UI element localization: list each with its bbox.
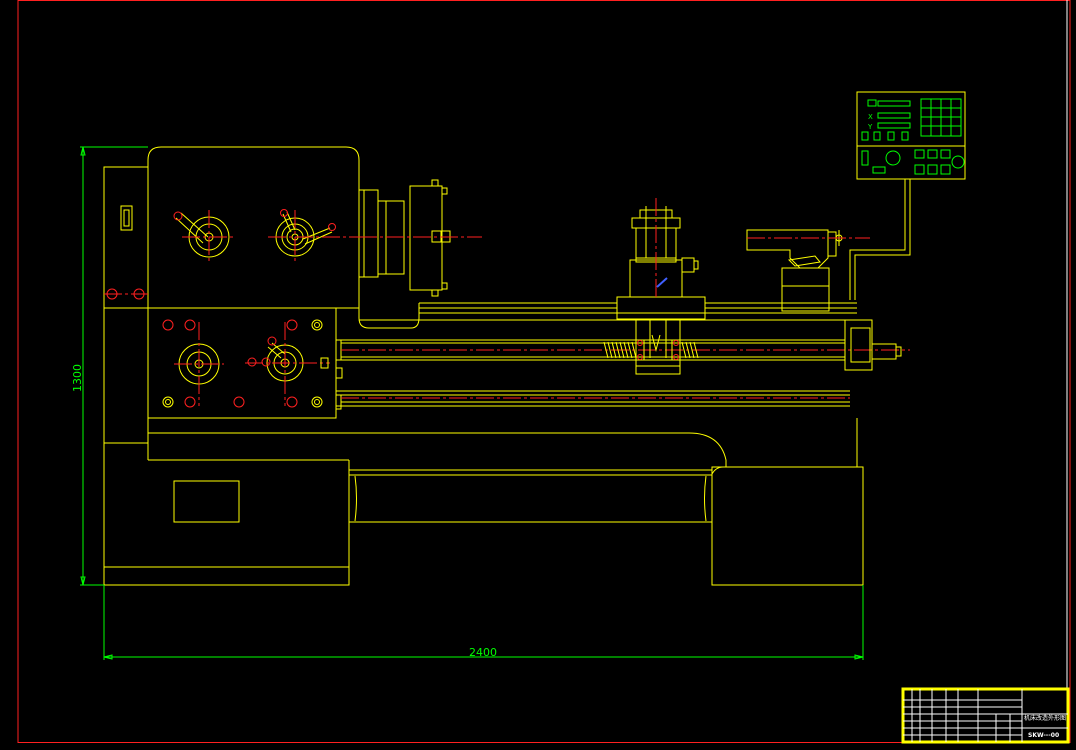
cnc-control-panel: X Y	[849, 91, 966, 300]
width-dimension-label: 2400	[469, 646, 497, 659]
title-block: 机床改造外形图 SKW---00	[901, 687, 1070, 744]
drawing-title: 机床改造外形图	[1024, 714, 1066, 722]
height-dimension-label: 1300	[71, 364, 84, 392]
carriage-toolpost	[616, 198, 706, 375]
axis-y-label: Y	[867, 123, 873, 131]
height-dimension: 1300	[71, 146, 148, 586]
apron-feed-box	[147, 307, 343, 419]
drawing-number: SKW---00	[1028, 732, 1059, 739]
outer-border	[17, 0, 1071, 743]
tailstock	[746, 229, 902, 371]
spindle-chuck	[359, 179, 482, 297]
axis-x-label: X	[868, 113, 873, 121]
width-dimension: 2400	[103, 585, 864, 660]
headstock	[103, 146, 365, 444]
lathe-bed	[103, 302, 910, 586]
